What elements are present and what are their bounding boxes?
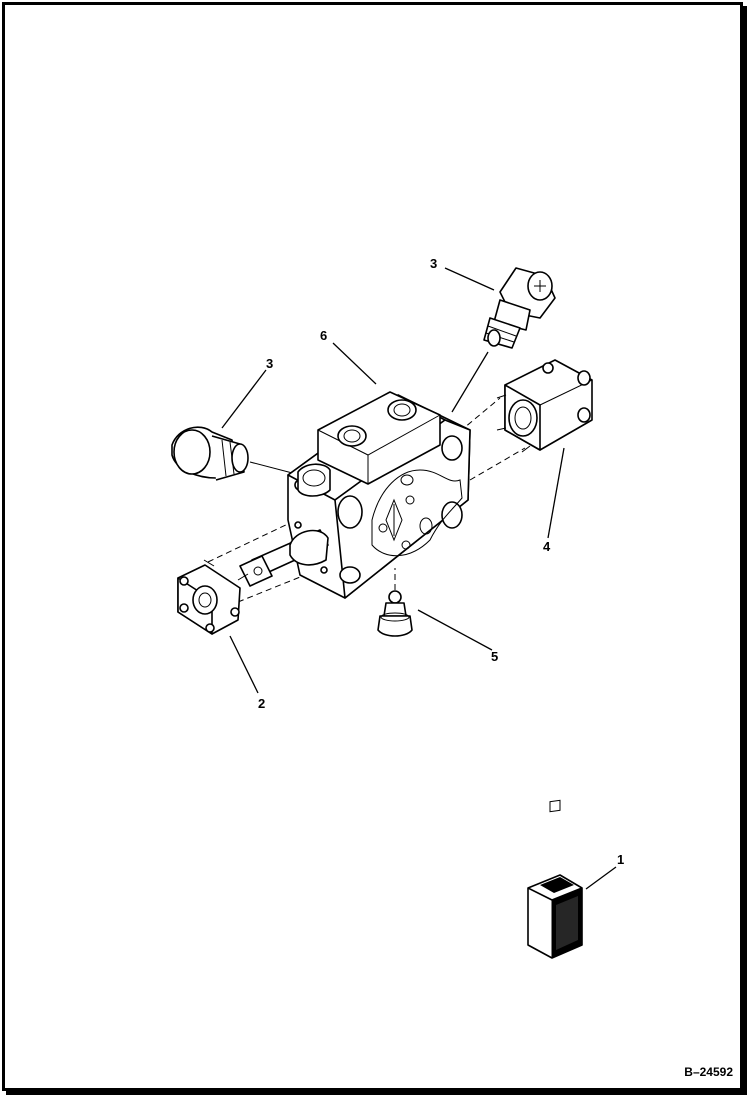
- callout-labels: 1 2 3 3 4 5 6: [258, 256, 624, 867]
- callout-3-top: 3: [430, 256, 437, 271]
- relief-plug-left: [171, 426, 249, 481]
- relief-cartridge-top: [483, 267, 556, 349]
- callout-3-left: 3: [266, 356, 273, 371]
- seal-kit-box: [527, 799, 583, 959]
- spool: [239, 529, 329, 587]
- end-cap-housing: [496, 359, 593, 453]
- callout-6: 6: [320, 328, 327, 343]
- flange-plate: [177, 559, 249, 635]
- figure-id: B–24592: [684, 1065, 733, 1079]
- leader-lines: [221, 267, 617, 890]
- callout-5: 5: [491, 649, 498, 664]
- callout-2: 2: [258, 696, 265, 711]
- valve-section-body: [287, 391, 471, 599]
- callout-1: 1: [617, 852, 624, 867]
- callout-4: 4: [543, 539, 551, 554]
- check-cartridge: [377, 590, 413, 637]
